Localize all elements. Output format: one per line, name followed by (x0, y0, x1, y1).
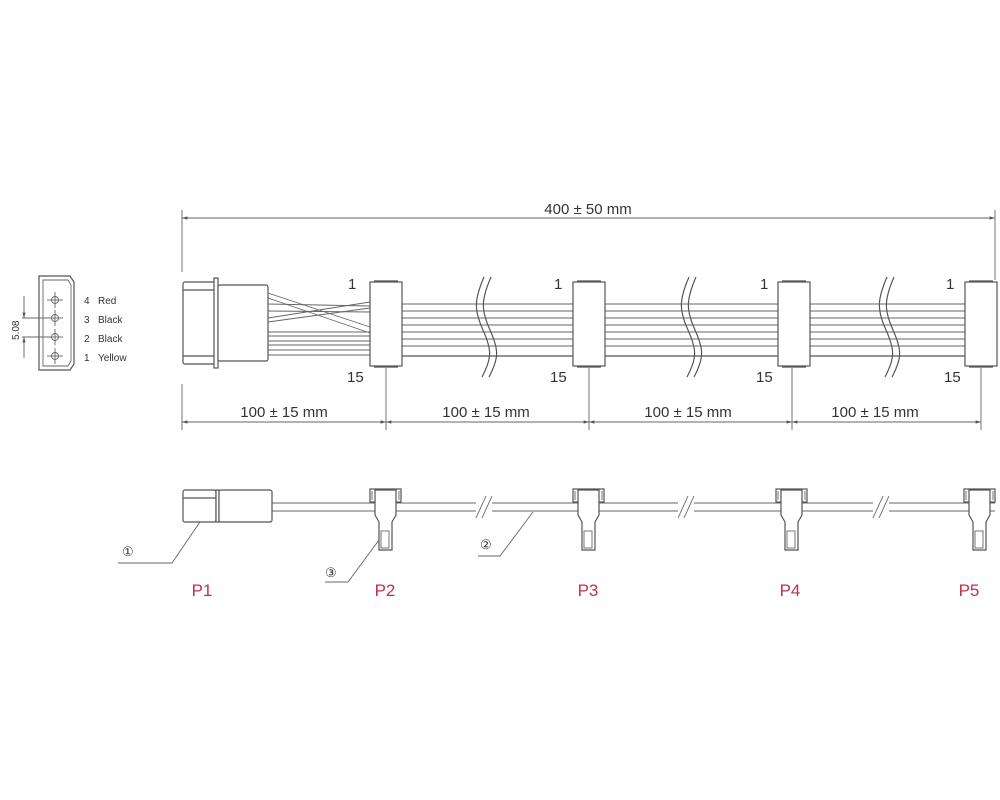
pin-4-number: 4 (84, 296, 90, 307)
callout-1: ① (118, 521, 201, 564)
p5-pin-end: 15 (944, 369, 961, 386)
sata-connector-p5-side (963, 488, 996, 551)
label-p1: P1 (192, 581, 213, 600)
sata-connector-p3-side (572, 488, 605, 551)
segment-dimensions: 100 ± 15 mm 100 ± 15 mm 100 ± 15 mm 100 … (181, 368, 982, 430)
pin-2-color: Black (98, 334, 123, 345)
callout-3: ③ (325, 539, 380, 583)
callout-1-label: ① (122, 544, 134, 559)
pin-symbols (47, 292, 63, 364)
total-length-label: 400 ± 50 mm (544, 201, 631, 218)
segment-1-label: 100 ± 15 mm (240, 404, 327, 421)
molex-pinout-detail: 5.08 4 Red 3 Black 2 Black 1 Yellow (11, 275, 127, 371)
p3-pin-start: 1 (554, 276, 562, 293)
side-break-marks (475, 495, 890, 519)
sata-connector-p4-top: 1 15 (756, 276, 811, 386)
pitch-label: 5.08 (11, 320, 22, 340)
label-p5: P5 (959, 581, 980, 600)
pin-3-number: 3 (84, 315, 90, 326)
p1-housing-top (182, 277, 269, 369)
segment-2-label: 100 ± 15 mm (442, 404, 529, 421)
p3-pin-end: 15 (550, 369, 567, 386)
top-view: 400 ± 50 mm (181, 201, 998, 430)
p5-pin-start: 1 (946, 276, 954, 293)
break-symbols (475, 276, 901, 378)
p2-pin-start: 1 (348, 276, 356, 293)
label-p4: P4 (780, 581, 801, 600)
callout-2-label: ② (480, 537, 492, 552)
p2-pin-end: 15 (347, 369, 364, 386)
pin-4-color: Red (98, 296, 116, 307)
pin-3-color: Black (98, 315, 123, 326)
segment-4-label: 100 ± 15 mm (831, 404, 918, 421)
callout-3-label: ③ (325, 565, 337, 580)
sata-connector-p2-side (369, 488, 402, 551)
p1-connector-side (182, 489, 273, 523)
label-p3: P3 (578, 581, 599, 600)
pin-1-number: 1 (84, 353, 90, 364)
sata-connector-p5-top: 1 15 (944, 276, 998, 386)
sata-connector-p2-top: 1 15 (347, 276, 403, 386)
label-p2: P2 (375, 581, 396, 600)
sata-connector-p4-side (775, 488, 808, 551)
pin-2-number: 2 (84, 334, 90, 345)
wires-p1-p2 (267, 292, 371, 356)
callout-2: ② (478, 511, 534, 557)
pin-1-color: Yellow (98, 353, 127, 364)
side-view: ① ② ③ P1 P2 P3 P4 P5 (118, 488, 996, 600)
segment-3-label: 100 ± 15 mm (644, 404, 731, 421)
p4-pin-end: 15 (756, 369, 773, 386)
sata-connector-p3-top: 1 15 (550, 276, 606, 386)
p4-pin-start: 1 (760, 276, 768, 293)
